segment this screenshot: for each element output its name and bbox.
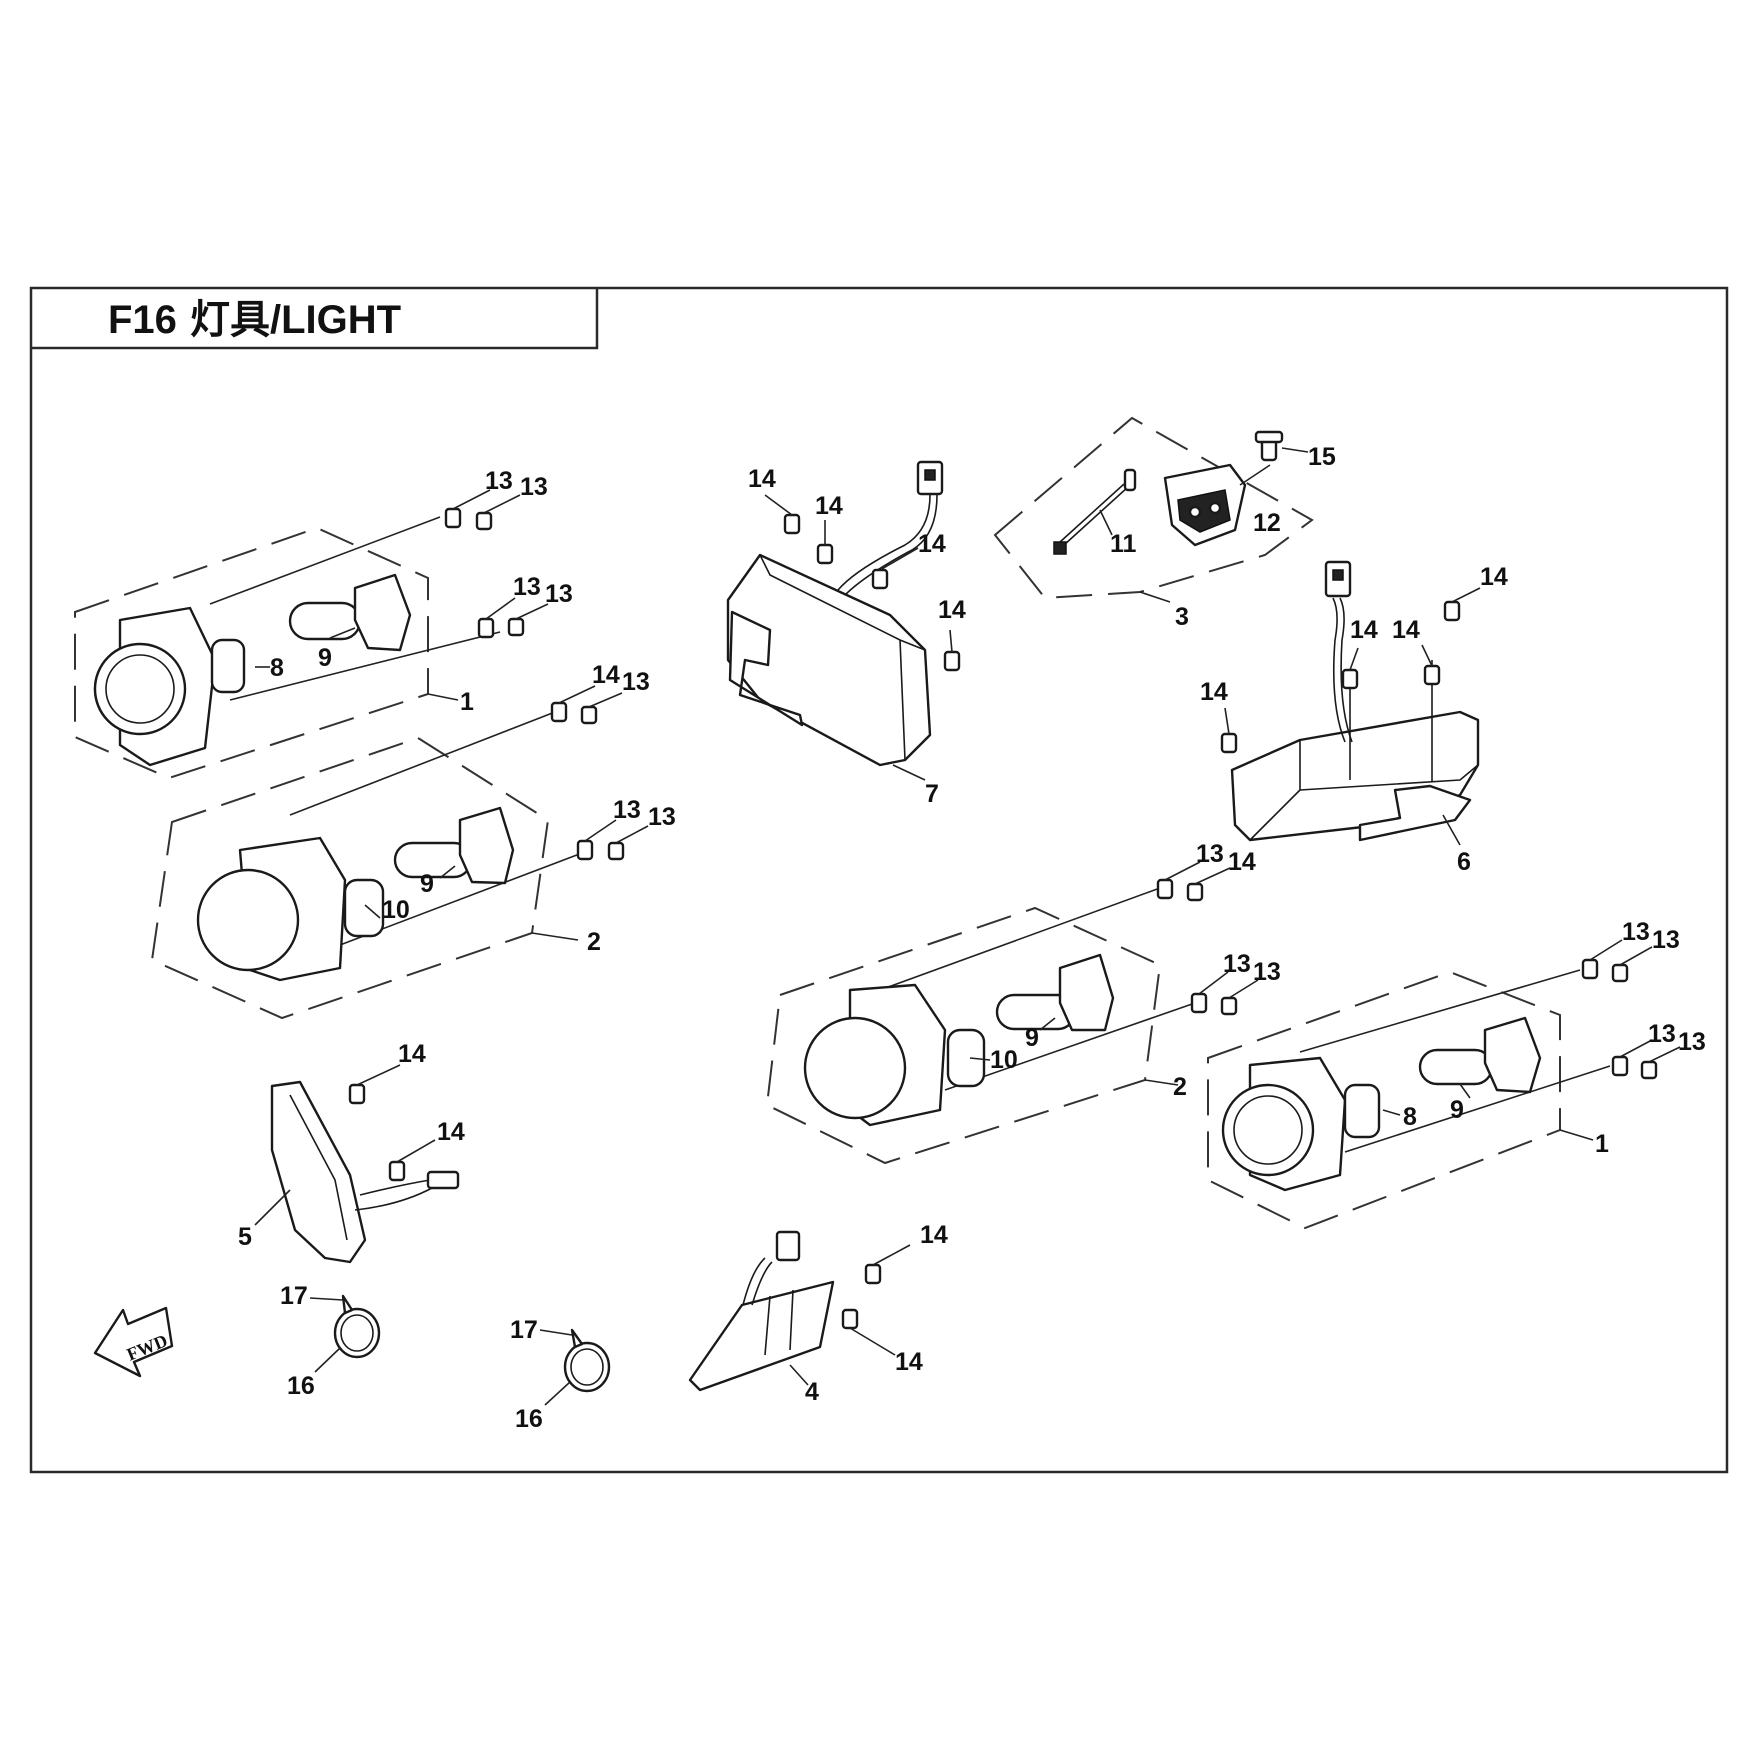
headlight-assembly-2-left xyxy=(150,711,591,1020)
callout-14: 14 xyxy=(1350,616,1378,644)
bolt-14-g xyxy=(816,543,834,565)
bolt-13-i xyxy=(1190,992,1208,1014)
callout-14: 14 xyxy=(398,1040,426,1068)
headlight-assembly-1-left xyxy=(74,516,501,780)
bolt-13-f xyxy=(576,839,594,861)
bolt-13-c xyxy=(477,617,495,639)
bolt-14-j xyxy=(1220,732,1238,754)
headlight-assembly-2-right xyxy=(765,887,1196,1165)
callout-9: 9 xyxy=(1450,1096,1464,1124)
callout-13: 13 xyxy=(622,668,650,696)
bolt-14-a xyxy=(550,701,568,723)
callout-9: 9 xyxy=(318,644,332,672)
callout-14: 14 xyxy=(437,1118,465,1146)
bolt-13-e xyxy=(580,705,598,725)
callout-12: 12 xyxy=(1253,509,1281,537)
bolt-14-f xyxy=(783,513,801,535)
callout-6: 6 xyxy=(1457,848,1471,876)
diagram-title: 灯具/LIGHT xyxy=(190,298,401,342)
callout-14: 14 xyxy=(1200,678,1228,706)
title-box xyxy=(31,288,599,350)
bolt-13-a xyxy=(444,507,462,529)
callout-7: 7 xyxy=(925,780,939,808)
callout-9: 9 xyxy=(1025,1024,1039,1052)
callout-4: 4 xyxy=(805,1378,819,1406)
callout-1: 1 xyxy=(460,688,474,716)
callout-3: 3 xyxy=(1175,603,1189,631)
bolt-13-n xyxy=(1640,1060,1658,1080)
license-lamp-assembly-3 xyxy=(993,416,1314,600)
bolt-13-h xyxy=(1156,878,1174,900)
drawing-frame xyxy=(29,286,1729,1474)
bolt-14-e xyxy=(841,1308,859,1330)
headlight-housing-7 xyxy=(726,460,944,767)
callout-13: 13 xyxy=(1253,958,1281,986)
bolt-14-c xyxy=(388,1160,406,1182)
bolt-13-j xyxy=(1220,996,1238,1016)
callout-13: 13 xyxy=(520,473,548,501)
bolt-13-b xyxy=(475,511,493,531)
headlight-assembly-1-right xyxy=(1207,969,1611,1230)
callout-8: 8 xyxy=(270,654,284,682)
bolt-14-i xyxy=(943,650,961,672)
callout-17: 17 xyxy=(510,1316,538,1344)
callout-13: 13 xyxy=(545,580,573,608)
callout-8: 8 xyxy=(1403,1103,1417,1131)
callout-13: 13 xyxy=(1678,1028,1706,1056)
callout-2: 2 xyxy=(1173,1073,1187,1101)
callout-14: 14 xyxy=(815,492,843,520)
bolt-14-b xyxy=(348,1083,366,1105)
callout-13: 13 xyxy=(1196,840,1224,868)
bolt-13-k xyxy=(1581,958,1599,980)
callout-11: 11 xyxy=(1110,530,1137,558)
forward-direction-arrow-icon: FWD xyxy=(93,1306,174,1378)
callout-13: 13 xyxy=(1652,926,1680,954)
callout-14: 14 xyxy=(918,530,946,558)
callout-13: 13 xyxy=(485,467,513,495)
bolt-13-m xyxy=(1611,1055,1629,1077)
callout-14: 14 xyxy=(895,1348,923,1376)
bolt-13-l xyxy=(1611,963,1629,983)
callout-10: 10 xyxy=(990,1046,1018,1074)
callout-10: 10 xyxy=(382,896,410,924)
callout-16: 16 xyxy=(287,1372,315,1400)
callout-14: 14 xyxy=(920,1221,948,1249)
reflector-16-middle xyxy=(563,1328,611,1393)
bolt-13-d xyxy=(507,617,525,637)
bolt-14-m xyxy=(1443,600,1461,622)
callout-5: 5 xyxy=(238,1223,252,1251)
bolt-14-k xyxy=(1341,668,1359,690)
bolt-14-h xyxy=(871,568,889,590)
callout-13: 13 xyxy=(1223,950,1251,978)
headlight-housing-6 xyxy=(1230,560,1480,842)
callout-14: 14 xyxy=(592,661,620,689)
callout-13: 13 xyxy=(613,796,641,824)
callout-9: 9 xyxy=(420,870,434,898)
callout-14: 14 xyxy=(1392,616,1420,644)
callout-14: 14 xyxy=(938,596,966,624)
callout-13: 13 xyxy=(648,803,676,831)
reflector-16-left xyxy=(333,1294,381,1359)
callout-13: 13 xyxy=(513,573,541,601)
bolt-14-d xyxy=(864,1263,882,1285)
side-lamp-4 xyxy=(688,1230,835,1392)
bolt-14-n xyxy=(1186,882,1204,902)
diagram-code: F16 xyxy=(108,298,177,342)
callout-14: 14 xyxy=(1228,848,1256,876)
callout-13: 13 xyxy=(1622,918,1650,946)
bolt-13-g xyxy=(607,841,625,861)
callout-14: 14 xyxy=(748,465,776,493)
callout-13: 13 xyxy=(1648,1020,1676,1048)
callout-15: 15 xyxy=(1308,443,1336,471)
callout-14: 14 xyxy=(1480,563,1508,591)
callout-2: 2 xyxy=(587,928,601,956)
bolt-14-l xyxy=(1423,664,1441,686)
callout-17: 17 xyxy=(280,1282,308,1310)
callout-16: 16 xyxy=(515,1405,543,1433)
position-lamp-5 xyxy=(270,1080,460,1264)
callout-1: 1 xyxy=(1595,1130,1609,1158)
